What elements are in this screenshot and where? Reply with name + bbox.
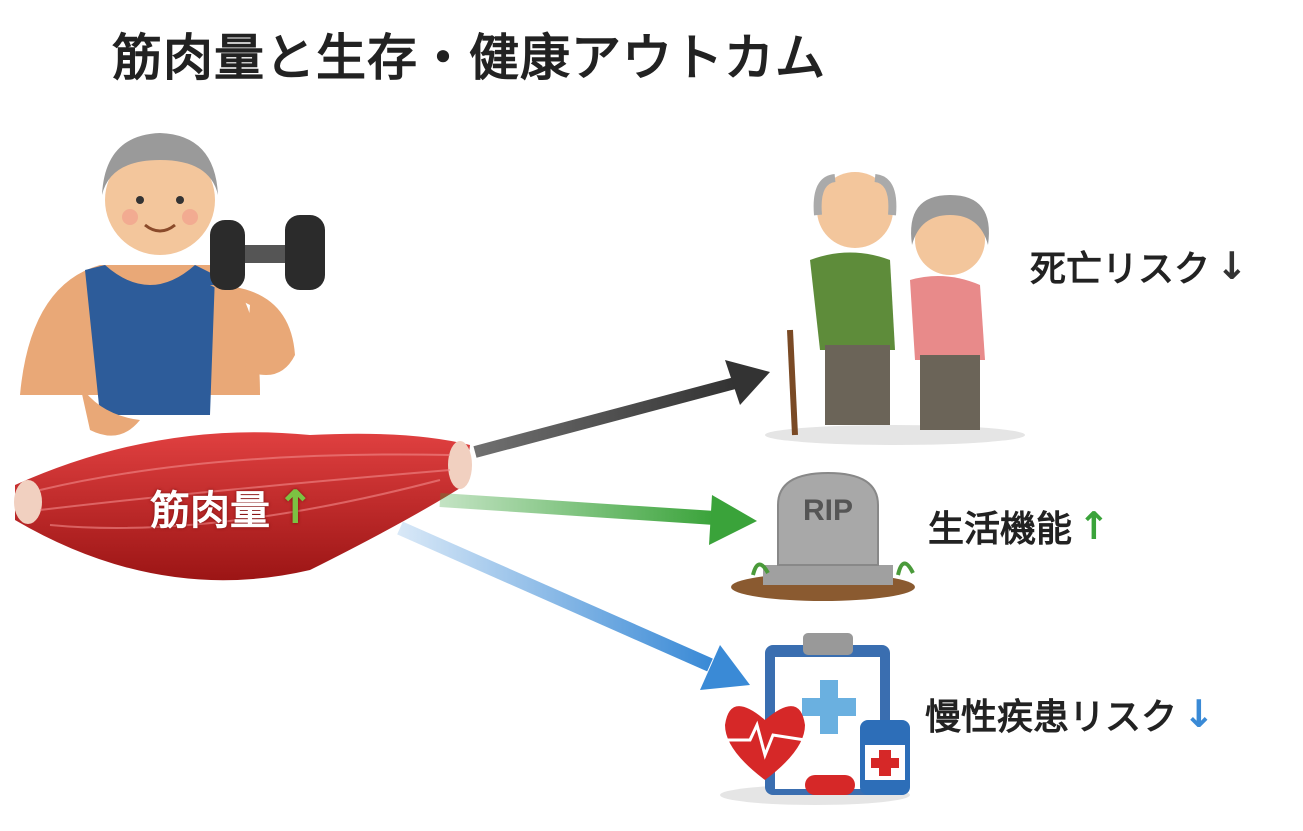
medical-icons-illustration — [720, 633, 910, 805]
tombstone-text: RIP — [803, 494, 853, 527]
tombstone-illustration: RIP — [731, 471, 915, 601]
arrow-to-chronic-disease — [397, 521, 750, 690]
arrow-to-function — [439, 493, 757, 545]
down-arrow-icon: ↓ — [1216, 244, 1248, 288]
up-arrow-icon: ↑ — [276, 480, 315, 534]
outcome-daily-function: 生活機能 ↑ — [928, 500, 1110, 552]
muscle-illustration — [14, 432, 472, 581]
down-arrow-icon: ↓ — [1183, 692, 1215, 736]
muscle-mass-label: 筋肉量 ↑ — [150, 478, 315, 536]
arrow-to-mortality — [473, 360, 770, 458]
outcome-mortality-risk: 死亡リスク ↓ — [1030, 240, 1248, 292]
outcome-label: 死亡リスク — [1030, 249, 1211, 290]
outcome-label: 慢性疾患リスク — [925, 697, 1178, 738]
outcome-chronic-disease-risk: 慢性疾患リスク ↓ — [925, 688, 1215, 740]
page-title: 筋肉量と生存・健康アウトカム — [112, 29, 826, 87]
elderly-couple-illustration — [765, 172, 1025, 445]
outcome-label: 生活機能 — [928, 509, 1073, 550]
muscle-mass-text: 筋肉量 — [150, 488, 270, 534]
elderly-man-dumbbell-illustration — [20, 133, 325, 436]
up-arrow-icon: ↑ — [1078, 504, 1110, 548]
